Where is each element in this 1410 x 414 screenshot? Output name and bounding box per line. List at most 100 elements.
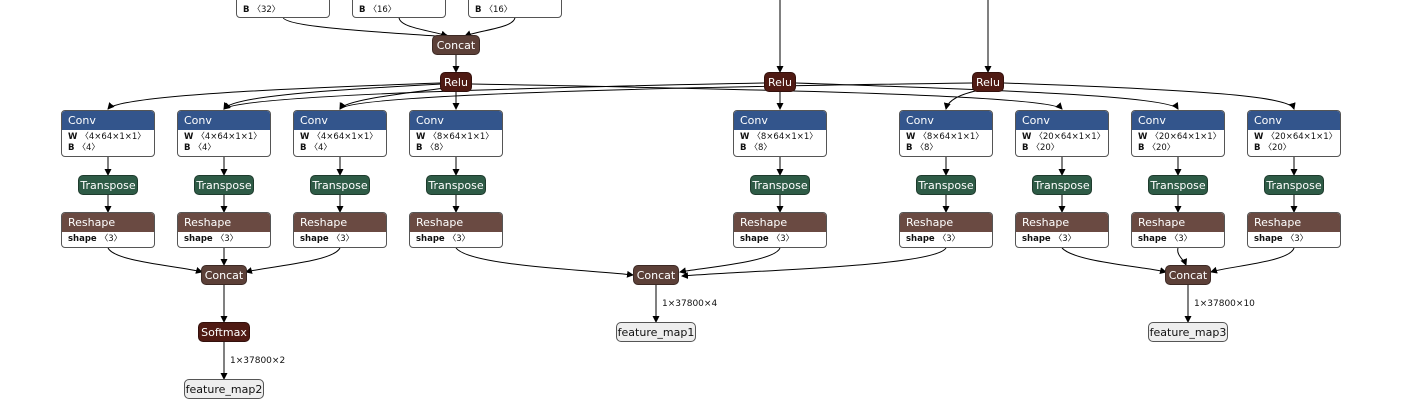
concat-node-top[interactable]: Concat bbox=[432, 35, 480, 55]
conv-weight-row: W〈8×64×1×1〉 bbox=[900, 130, 992, 143]
reshape-shape-row: shape〈3〉 bbox=[1132, 232, 1224, 245]
attr-value: 〈3〉 bbox=[937, 234, 961, 244]
conv-title: Conv bbox=[178, 111, 270, 130]
transpose-node[interactable]: Transpose bbox=[1032, 175, 1092, 195]
concat-node-right[interactable]: Concat bbox=[1165, 265, 1211, 285]
edge bbox=[107, 247, 203, 274]
attr-label: W bbox=[300, 132, 310, 142]
transpose-node[interactable]: Transpose bbox=[78, 175, 138, 195]
attr-label: B bbox=[1254, 143, 1261, 153]
reshape-title: Reshape bbox=[178, 213, 270, 232]
edge bbox=[795, 82, 1179, 110]
attr-label: B bbox=[184, 143, 191, 153]
top-node-1[interactable]: B〈32〉 bbox=[236, 0, 330, 18]
attr-value: 〈3〉 bbox=[215, 234, 239, 244]
concat-node-middle[interactable]: Concat bbox=[633, 265, 679, 285]
attr-label: B bbox=[68, 143, 75, 153]
edge bbox=[223, 82, 765, 110]
attr-value: 〈3〉 bbox=[331, 234, 355, 244]
attr-value: 〈4〉 bbox=[77, 143, 100, 153]
attr-label: B bbox=[359, 5, 366, 15]
attr-value: 〈8〉 bbox=[749, 143, 772, 153]
output-feature-map2[interactable]: feature_map2 bbox=[184, 379, 264, 399]
conv-bias-row: B〈20〉 bbox=[1016, 143, 1108, 154]
attr-label: shape bbox=[740, 234, 769, 244]
top-node-3[interactable]: B〈16〉 bbox=[468, 0, 562, 18]
conv-bias-row: B〈8〉 bbox=[734, 143, 826, 154]
edge-label-map1: 1×37800×4 bbox=[662, 299, 718, 309]
conv-weight-row: W〈20×64×1×1〉 bbox=[1248, 130, 1340, 143]
conv-bias-row: B〈8〉 bbox=[900, 143, 992, 154]
conv-title: Conv bbox=[1016, 111, 1108, 130]
attr-label: W bbox=[906, 132, 916, 142]
relu-node-b[interactable]: Relu bbox=[764, 72, 796, 92]
attr-value: 〈3〉 bbox=[99, 234, 123, 244]
attr-label: W bbox=[1022, 132, 1032, 142]
attr-value: 〈4×64×1×1〉 bbox=[196, 132, 262, 142]
edge bbox=[107, 82, 441, 110]
relu-node-c[interactable]: Relu bbox=[972, 72, 1004, 92]
transpose-node[interactable]: Transpose bbox=[310, 175, 370, 195]
reshape-title: Reshape bbox=[734, 213, 826, 232]
attr-value: 〈20×64×1×1〉 bbox=[1150, 132, 1222, 142]
attr-label: B bbox=[300, 143, 307, 153]
attr-value: 〈4〉 bbox=[193, 143, 216, 153]
attr-value: 〈20〉 bbox=[1147, 143, 1176, 153]
transpose-node[interactable]: Transpose bbox=[916, 175, 976, 195]
reshape-title: Reshape bbox=[294, 213, 386, 232]
reshape-shape-row: shape〈3〉 bbox=[734, 232, 826, 245]
top-node-2[interactable]: B〈16〉 bbox=[352, 0, 446, 18]
output-feature-map3[interactable]: feature_map3 bbox=[1148, 322, 1228, 342]
attr-label: W bbox=[1254, 132, 1264, 142]
attr-label: W bbox=[68, 132, 78, 142]
attr-value: 〈20〉 bbox=[1263, 143, 1292, 153]
conv-title: Conv bbox=[410, 111, 502, 130]
transpose-node[interactable]: Transpose bbox=[194, 175, 254, 195]
transpose-node[interactable]: Transpose bbox=[426, 175, 486, 195]
edge-label-map3: 1×37800×10 bbox=[1194, 299, 1255, 309]
conv-bias-row: B〈4〉 bbox=[62, 143, 154, 154]
conv-title: Conv bbox=[1132, 111, 1224, 130]
transpose-node[interactable]: Transpose bbox=[1148, 175, 1208, 195]
conv-bias-row: B〈4〉 bbox=[178, 143, 270, 154]
attr-label: W bbox=[1138, 132, 1148, 142]
conv-weight-row: W〈20×64×1×1〉 bbox=[1016, 130, 1108, 143]
output-feature-map1[interactable]: feature_map1 bbox=[616, 322, 696, 342]
conv-title: Conv bbox=[62, 111, 154, 130]
edge bbox=[455, 247, 634, 278]
edge bbox=[1210, 247, 1295, 274]
reshape-title: Reshape bbox=[1016, 213, 1108, 232]
attr-label: B bbox=[1022, 143, 1029, 153]
edge bbox=[398, 16, 448, 38]
attr-value: 〈20〉 bbox=[1031, 143, 1060, 153]
edge bbox=[1003, 82, 1296, 110]
conv-weight-row: W〈20×64×1×1〉 bbox=[1132, 130, 1224, 143]
reshape-shape-row: shape〈3〉 bbox=[294, 232, 386, 245]
relu-node-a[interactable]: Relu bbox=[440, 72, 472, 92]
softmax-node[interactable]: Softmax bbox=[198, 322, 250, 342]
transpose-node[interactable]: Transpose bbox=[750, 175, 810, 195]
transpose-node[interactable]: Transpose bbox=[1264, 175, 1324, 195]
edge bbox=[1061, 247, 1167, 275]
attr-value: 〈8×64×1×1〉 bbox=[918, 132, 984, 142]
concat-node-left[interactable]: Concat bbox=[201, 265, 247, 285]
attr-label: B bbox=[1138, 143, 1145, 153]
